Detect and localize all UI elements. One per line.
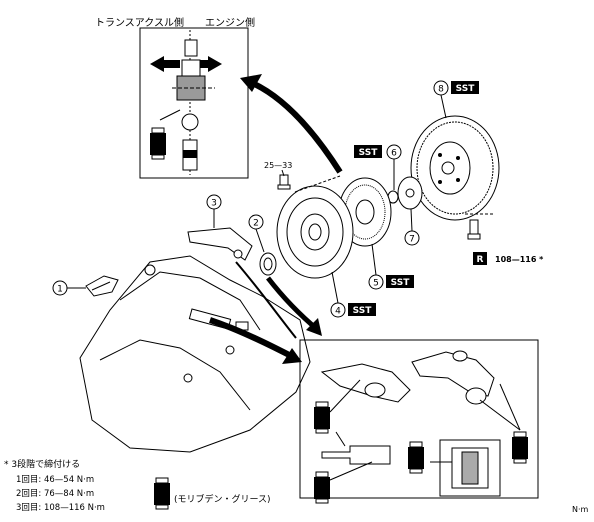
sst-tag-5: SST bbox=[386, 275, 414, 288]
svg-text:6: 6 bbox=[391, 149, 397, 159]
callout-3: 3 bbox=[206, 194, 222, 228]
label-engine-side: エンジン側 bbox=[205, 16, 255, 29]
notes-title: * 3段階で締付ける bbox=[4, 458, 80, 470]
callout-7: 7 bbox=[404, 208, 420, 246]
callout-6: 6 bbox=[386, 144, 402, 190]
grease-legend-icon bbox=[153, 477, 171, 510]
sst-tag-8: SST bbox=[451, 81, 479, 94]
callout-1: 1 bbox=[52, 280, 86, 296]
inset-slide-direction: トランスアクスル側 エンジン側 bbox=[95, 16, 255, 179]
transaxle-housing bbox=[79, 255, 311, 453]
arrow-left-icon bbox=[150, 56, 180, 72]
notes-step1: 1回目: 46—54 N·m bbox=[16, 475, 94, 485]
torque-cover-bolts: 25—33 bbox=[264, 161, 292, 170]
grease-icon bbox=[313, 401, 331, 434]
unit-label: N·m bbox=[572, 505, 589, 514]
notes-step2: 2回目: 76—84 N·m bbox=[16, 489, 94, 499]
replace-mark: R bbox=[473, 252, 487, 265]
callout-8: 8 bbox=[433, 80, 449, 119]
torque-flywheel-bolts: 108—116 * bbox=[495, 255, 544, 264]
svg-text:2: 2 bbox=[253, 219, 259, 229]
grease-icon bbox=[407, 441, 425, 474]
grease-legend-text: (モリブデン・グリース) bbox=[174, 493, 271, 505]
cover-bolt bbox=[277, 174, 291, 190]
svg-text:8: 8 bbox=[438, 85, 444, 95]
grease-icon bbox=[313, 471, 331, 504]
svg-text:R: R bbox=[477, 255, 484, 265]
svg-text:5: 5 bbox=[373, 279, 379, 289]
release-fork bbox=[187, 227, 253, 261]
shaft-top bbox=[184, 39, 198, 57]
tightening-notes: * 3段階で締付ける 1回目: 46—54 N·m 2回目: 76—84 N·m… bbox=[4, 458, 105, 513]
flywheel bbox=[410, 115, 500, 221]
svg-text:3: 3 bbox=[211, 199, 217, 209]
sst-tag-6: SST bbox=[354, 145, 382, 158]
callout-5: 5 bbox=[368, 243, 384, 290]
svg-text:SST: SST bbox=[456, 84, 476, 94]
clutch-cover bbox=[276, 185, 354, 279]
sst-tag-4: SST bbox=[348, 303, 376, 316]
arrow-right-icon bbox=[200, 56, 222, 72]
svg-text:SST: SST bbox=[353, 306, 373, 316]
notes-step3: 3回目: 108—116 N·m bbox=[16, 503, 105, 513]
svg-text:1: 1 bbox=[57, 285, 63, 295]
inset-grease-points bbox=[299, 339, 539, 504]
svg-text:SST: SST bbox=[359, 148, 379, 158]
callout-4: 4 bbox=[330, 271, 346, 318]
curve-arrow-top bbox=[248, 79, 343, 174]
callout-2: 2 bbox=[248, 214, 265, 253]
grease-icon bbox=[149, 127, 167, 160]
grease-icon bbox=[511, 431, 529, 464]
label-transaxle-side: トランスアクスル側 bbox=[95, 16, 184, 29]
svg-text:7: 7 bbox=[409, 235, 415, 245]
flywheel-bolt bbox=[467, 219, 481, 240]
svg-text:SST: SST bbox=[391, 278, 411, 288]
svg-text:4: 4 bbox=[335, 307, 341, 317]
